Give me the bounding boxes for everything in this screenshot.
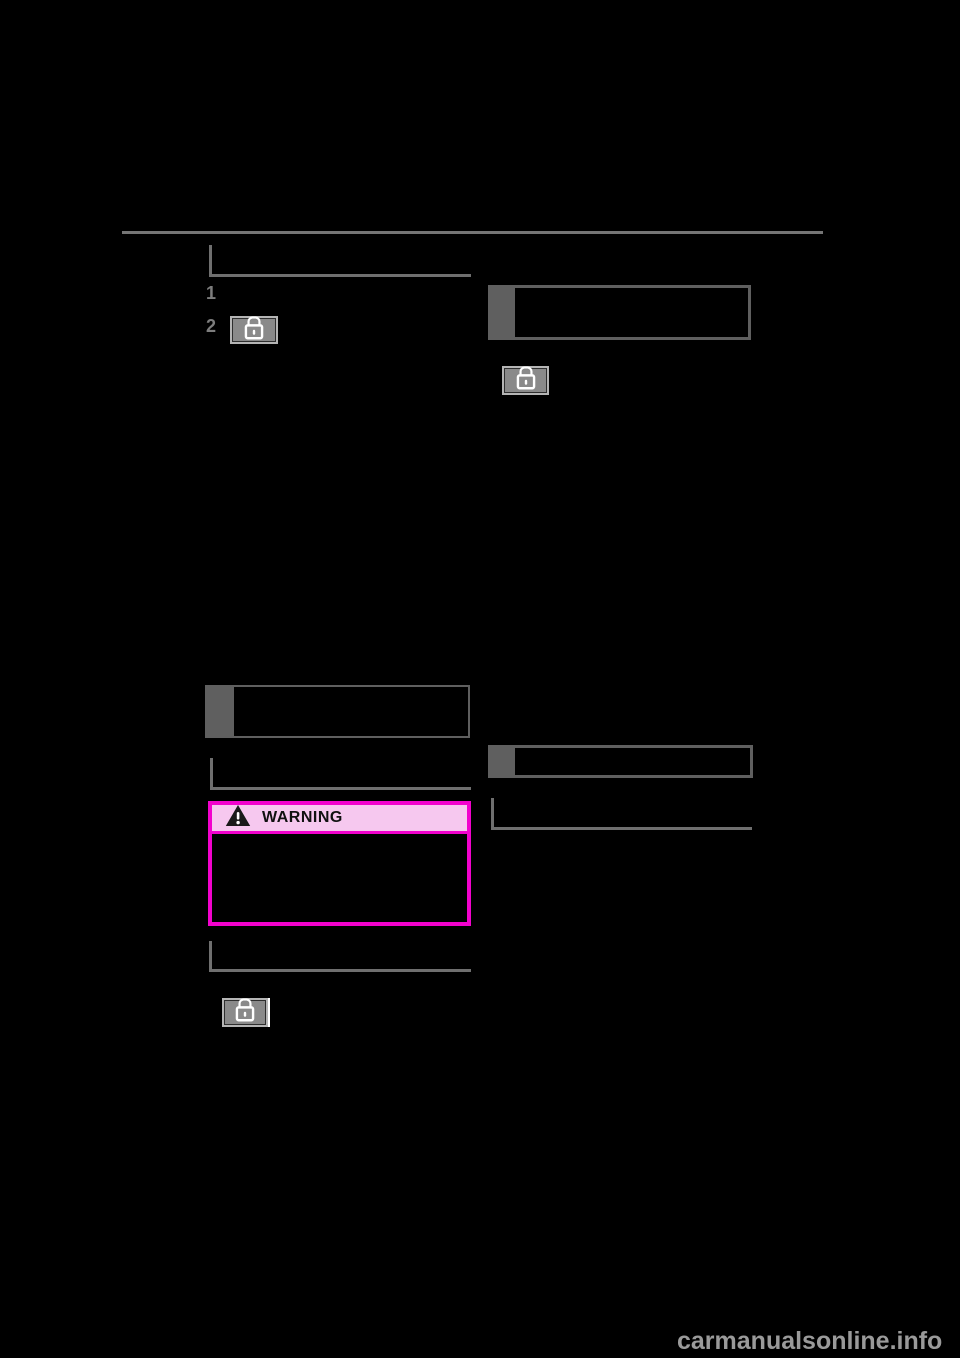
section-heading-rule-3	[209, 941, 471, 972]
warning-body	[212, 834, 467, 922]
lock-button-icon	[222, 998, 268, 1027]
step-number-2: 2	[206, 316, 217, 336]
section-heading-rule-2	[210, 758, 471, 790]
heading-box-left-mid	[205, 685, 470, 738]
warning-callout: WARNING	[208, 801, 471, 926]
lock-icon	[234, 998, 256, 1027]
heading-box-right-top	[488, 285, 751, 340]
lock-button-icon	[502, 366, 549, 395]
heading-box-tab	[207, 687, 234, 736]
cursor-caret-mark	[268, 998, 270, 1027]
watermark-text: carmanualsonline.info	[677, 1327, 943, 1355]
lock-button-icon	[230, 316, 278, 344]
heading-box-tab	[491, 748, 515, 775]
step-number-1: 1	[206, 283, 217, 303]
heading-box-right-bottom	[488, 745, 753, 778]
warning-title: WARNING	[262, 809, 343, 826]
section-heading-rule-4	[491, 798, 752, 830]
lock-icon	[515, 366, 537, 395]
lock-icon	[243, 316, 265, 345]
section-heading-rule-1	[209, 245, 471, 277]
page-top-rule	[122, 231, 823, 234]
warning-header: WARNING	[212, 805, 467, 834]
heading-box-tab	[491, 288, 515, 337]
warning-triangle-icon	[225, 804, 251, 832]
